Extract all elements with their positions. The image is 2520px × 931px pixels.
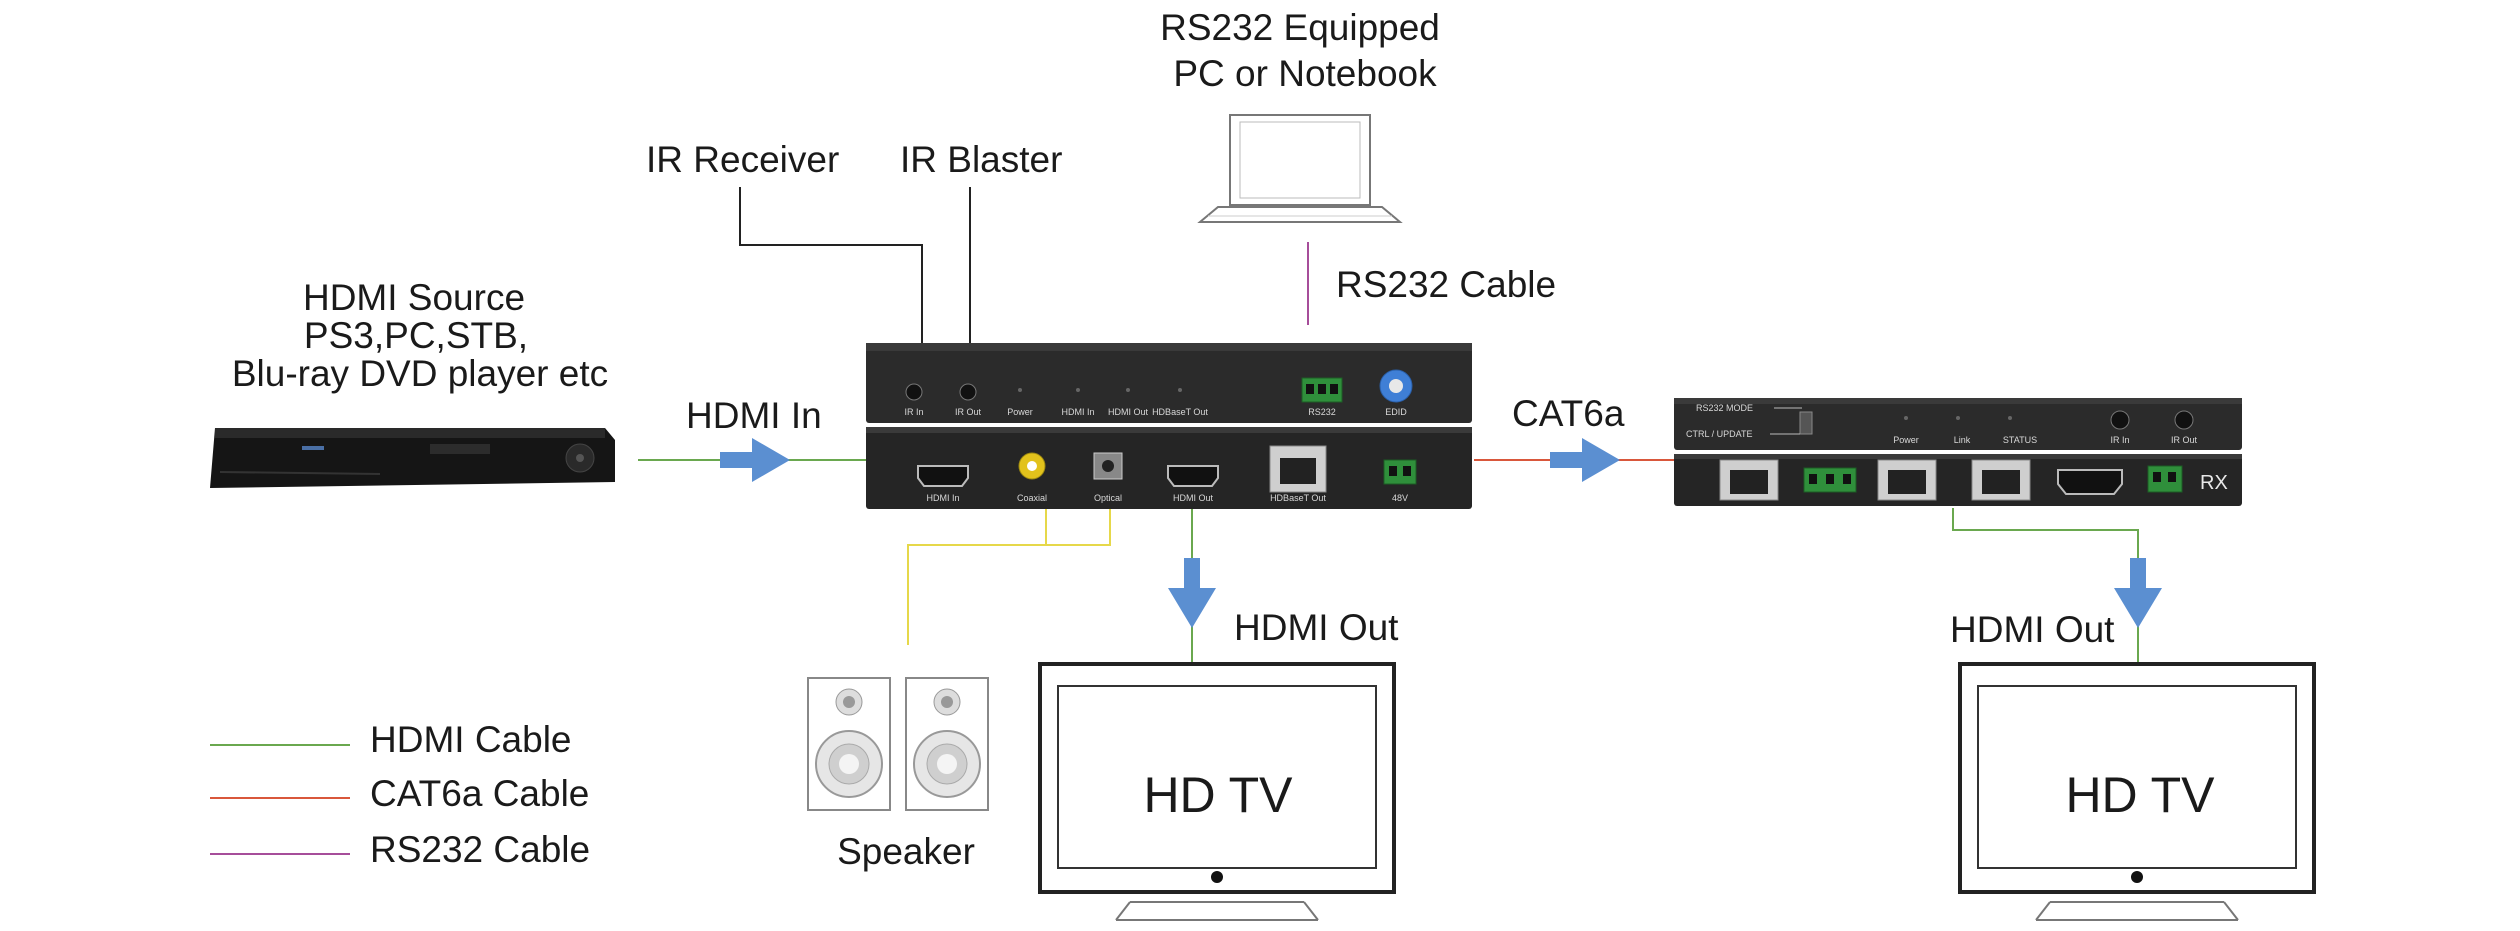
rx-name-label: RX	[2200, 472, 2228, 494]
tx-extender-device: IR In IR Out Power HDMI In HDMI Out HDBa…	[866, 343, 1472, 509]
tx-label-hdbaset-out: HDBaseT Out	[1270, 493, 1326, 503]
tx-hdmi-in-port	[917, 465, 969, 487]
rx-label-ir-out: IR Out	[2171, 435, 2198, 445]
tv-right-icon	[1958, 662, 2316, 921]
audio-cable-optical	[1046, 505, 1111, 546]
label-ir-receiver: IR Receiver	[646, 139, 839, 180]
arrow-hdmi-out-tx	[1168, 558, 1216, 628]
ir-receiver-cable	[739, 187, 923, 348]
tx-label-rs232: RS232	[1308, 407, 1336, 417]
tx-label-edid: EDID	[1385, 407, 1407, 417]
rx-label-status: STATUS	[2003, 435, 2037, 445]
label-speaker: Speaker	[837, 831, 975, 872]
label-rs232-cable: RS232 Cable	[1336, 264, 1556, 305]
tx-hdmi-out-port	[1167, 465, 1219, 487]
rx-label-ir-in: IR In	[2110, 435, 2129, 445]
rx-label-rs232-mode: RS232 MODE	[1696, 403, 1753, 413]
tx-label-hdmi-in-led: HDMI In	[1061, 407, 1094, 417]
rx-label-link: Link	[1954, 435, 1971, 445]
label-ir-blaster: IR Blaster	[900, 139, 1062, 180]
rx-label-ctrl-update: CTRL / UPDATE	[1686, 429, 1753, 439]
tx-label-hdbaset-led: HDBaseT Out	[1152, 407, 1208, 417]
tx-label-48v: 48V	[1392, 493, 1408, 503]
label-hdmi-source-line1: HDMI Source	[303, 277, 525, 318]
label-cat6a: CAT6a	[1512, 393, 1625, 434]
tx-label-hdmi-out-led: HDMI Out	[1108, 407, 1149, 417]
tx-label-coaxial: Coaxial	[1017, 493, 1047, 503]
speaker-icon	[807, 677, 989, 811]
label-hdmi-out-rx: HDMI Out	[1950, 609, 2115, 650]
bluray-player-icon	[210, 428, 615, 488]
label-tv-right: HD TV	[2065, 767, 2215, 823]
rx-extender-device: RS232 MODE CTRL / UPDATE Power Link STAT…	[1674, 398, 2242, 506]
arrow-hdmi-out-rx	[2114, 558, 2162, 628]
arrow-cat6a	[1550, 438, 1620, 482]
tx-48v-port	[1383, 459, 1417, 485]
label-hdmi-in: HDMI In	[686, 395, 822, 436]
legend-hdmi-label: HDMI Cable	[370, 719, 572, 760]
tv-left-icon	[1038, 662, 1396, 921]
arrow-hdmi-in	[720, 438, 790, 482]
rx-hdmi-out-port	[2057, 469, 2123, 495]
tx-ir-in-port	[905, 383, 923, 401]
label-hdmi-source-line2: PS3,PC,STB,	[304, 315, 528, 356]
label-hdmi-out-tx: HDMI Out	[1234, 607, 1399, 648]
legend: HDMI Cable CAT6a Cable RS232 Cable	[210, 719, 590, 870]
legend-rs232-label: RS232 Cable	[370, 829, 590, 870]
laptop-icon	[1197, 114, 1403, 223]
tx-label-ir-in: IR In	[904, 407, 923, 417]
tx-label-hdmi-out: HDMI Out	[1173, 493, 1214, 503]
legend-cat6a-label: CAT6a Cable	[370, 773, 589, 814]
label-hdmi-source-line3: Blu-ray DVD player etc	[232, 353, 608, 394]
rx-ir-in-port	[2110, 410, 2130, 430]
tx-ir-out-port	[959, 383, 977, 401]
rx-mode-switch	[1799, 411, 1813, 435]
label-rs232-pc-line2: PC or Notebook	[1173, 53, 1437, 94]
tx-label-ir-out: IR Out	[955, 407, 982, 417]
label-tv-left: HD TV	[1143, 767, 1293, 823]
rx-ir-out-port	[2174, 410, 2194, 430]
tx-label-hdmi-in: HDMI In	[926, 493, 959, 503]
tx-label-optical: Optical	[1094, 493, 1122, 503]
tx-label-power: Power	[1007, 407, 1033, 417]
audio-cable-coax	[907, 505, 1047, 645]
label-rs232-pc-line1: RS232 Equipped	[1160, 7, 1440, 48]
rx-label-power: Power	[1893, 435, 1919, 445]
